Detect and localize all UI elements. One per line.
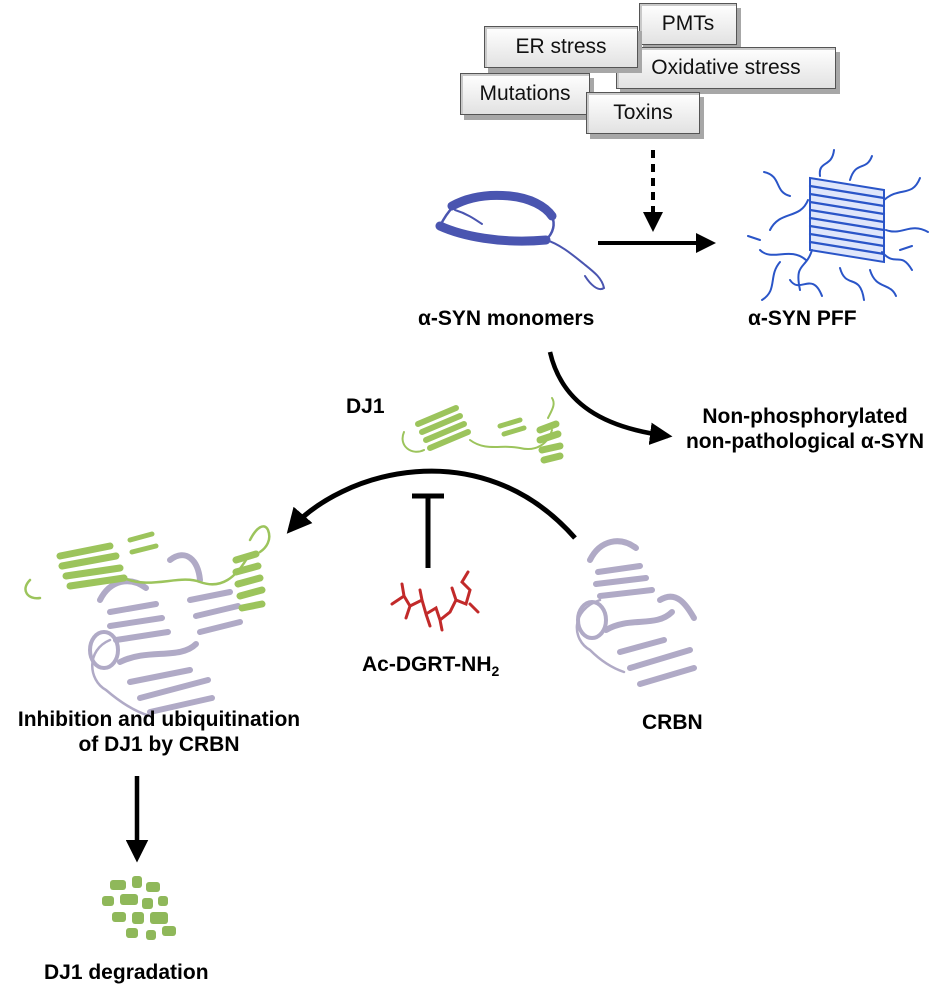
inhibition-symbol	[412, 493, 444, 568]
label-asyn-monomers: α-SYN monomers	[418, 307, 595, 330]
stress-box-er: ER stress	[484, 26, 638, 68]
stress-label-mutations: Mutations	[479, 82, 571, 105]
asyn-pff-structure	[747, 149, 929, 301]
label-inhibitor-main: Ac-DGRT-NH	[362, 653, 492, 676]
complex-dj1-part	[24, 525, 271, 612]
label-asyn-pff: α-SYN PFF	[748, 307, 857, 330]
stress-box-oxidative: Oxidative stress	[616, 47, 836, 89]
stress-label-oxidative: Oxidative stress	[651, 56, 801, 79]
crbn-structure	[575, 538, 697, 687]
stress-box-mutations: Mutations	[460, 73, 590, 115]
non-phospho-arrow	[547, 351, 673, 445]
binding-arc-arrow	[286, 468, 577, 540]
asyn-monomer-structure	[435, 190, 606, 290]
label-complex-line2: of DJ1 by CRBN	[78, 733, 240, 757]
label-complex: Inhibition and ubiquitination of DJ1 by …	[0, 707, 318, 757]
stress-box-toxins: Toxins	[586, 92, 700, 134]
stress-box-pmts: PMTs	[639, 3, 737, 45]
degradation-fragments	[102, 876, 176, 940]
dj1-structure	[401, 397, 564, 464]
stress-label-er: ER stress	[515, 35, 607, 58]
label-inhibitor: Ac-DGRT-NH2	[362, 652, 499, 680]
label-crbn: CRBN	[642, 711, 703, 734]
label-degradation: DJ1 degradation	[44, 961, 209, 984]
inhibitor-molecule	[390, 570, 480, 632]
label-inhibitor-subscript: 2	[491, 663, 500, 680]
label-non-phospho-line2: non-pathological α-SYN	[685, 430, 925, 454]
label-non-phospho: Non-phosphorylated non-pathological α-SY…	[680, 404, 930, 454]
stress-label-toxins: Toxins	[613, 101, 673, 124]
stress-label-pmts: PMTs	[661, 12, 715, 35]
label-non-phospho-line1: Non-phosphorylated	[702, 405, 908, 428]
label-dj1: DJ1	[346, 395, 385, 418]
label-complex-line1: Inhibition and ubiquitination	[17, 708, 301, 731]
